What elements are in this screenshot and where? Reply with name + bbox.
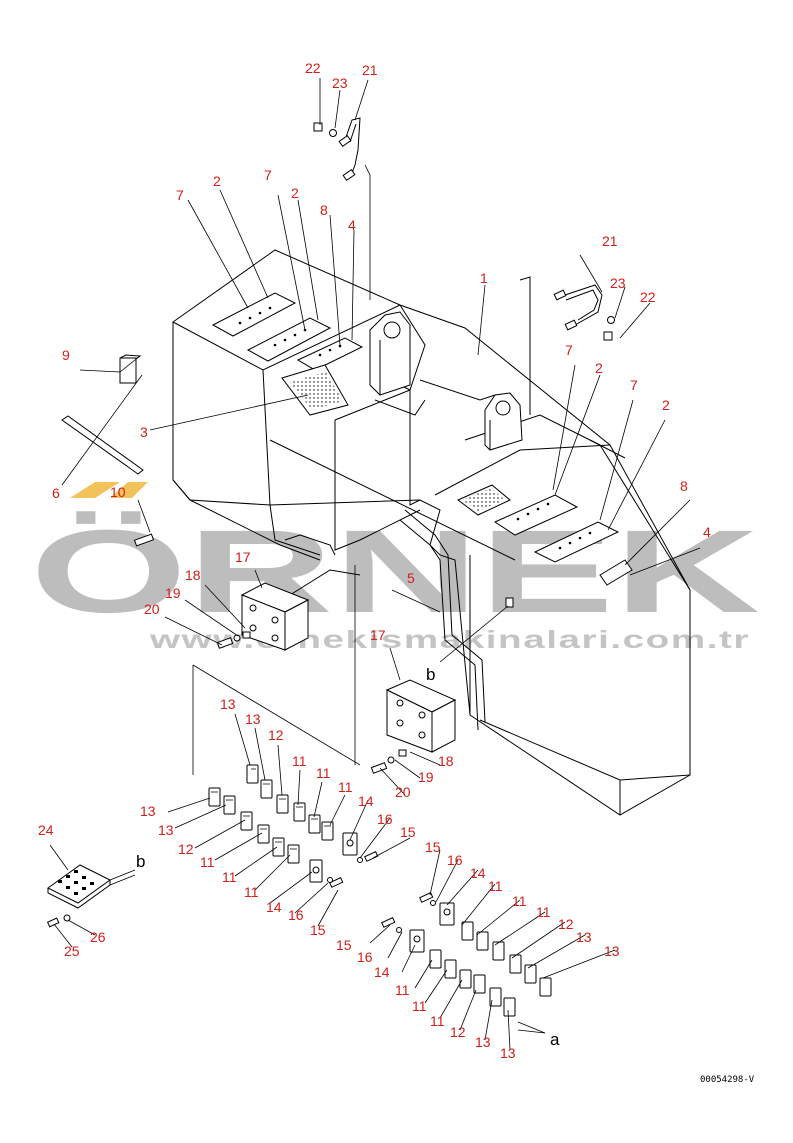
callout-5: 5 (407, 570, 415, 586)
callout-17: 17 (235, 549, 251, 565)
callout-10: 10 (110, 484, 126, 500)
callout-16: 16 (357, 949, 373, 965)
callout-7: 7 (630, 377, 638, 393)
shim-stack-right (381, 891, 552, 1034)
callout-11: 11 (244, 884, 259, 900)
callout-11: 11 (412, 998, 427, 1014)
callout-12: 12 (558, 916, 574, 932)
view-letter-a: a (550, 1030, 560, 1049)
callout-25: 25 (64, 943, 80, 959)
callout-21: 21 (362, 62, 378, 78)
callout-11: 11 (430, 1013, 445, 1029)
callout-14: 14 (374, 964, 390, 980)
callout-17: 17 (370, 627, 386, 643)
callout-4: 4 (703, 524, 711, 540)
callout-11: 11 (512, 893, 527, 909)
callout-15: 15 (400, 824, 416, 840)
callout-11: 11 (200, 854, 215, 870)
callout-14: 14 (470, 865, 486, 881)
callout-12: 12 (178, 841, 194, 857)
watermark-accent-right (110, 482, 148, 498)
callout-7: 7 (565, 342, 573, 358)
callout-19: 19 (418, 769, 434, 785)
callout-2: 2 (662, 397, 670, 413)
callout-13: 13 (158, 822, 174, 838)
callout-16: 16 (288, 907, 304, 923)
callout-13: 13 (140, 803, 156, 819)
block-part-9 (119, 357, 137, 384)
handle-right (553, 284, 615, 341)
callout-11: 11 (488, 878, 503, 894)
rod-part-6 (61, 415, 144, 475)
callout-23: 23 (610, 275, 626, 291)
shim-stack-left (192, 565, 379, 888)
callout-7: 7 (264, 167, 272, 183)
drawing-id: 00054298-V (700, 1075, 755, 1085)
top-plates-left (211, 292, 364, 416)
watermark-accent-left (70, 482, 120, 498)
view-letter-b: b (426, 665, 435, 684)
callout-15: 15 (425, 839, 441, 855)
callout-2: 2 (595, 360, 603, 376)
callout-13: 13 (220, 696, 236, 712)
callout-13: 13 (500, 1045, 516, 1061)
callout-13: 13 (475, 1034, 491, 1050)
plate-24 (46, 864, 136, 928)
view-letters: a b b (136, 665, 560, 1049)
callout-14: 14 (266, 899, 282, 915)
callout-13: 13 (576, 929, 592, 945)
callout-16: 16 (377, 811, 393, 827)
callout-4: 4 (348, 217, 356, 233)
callout-18: 18 (438, 753, 454, 769)
callout-13: 13 (604, 943, 620, 959)
callout-1: 1 (480, 270, 488, 286)
callout-26: 26 (90, 929, 106, 945)
callout-11: 11 (222, 869, 237, 885)
callout-15: 15 (310, 922, 326, 938)
callout-15: 15 (336, 937, 352, 953)
callout-8: 8 (320, 202, 328, 218)
block-17-right (370, 597, 514, 774)
callout-14: 14 (358, 793, 374, 809)
callout-18: 18 (185, 567, 201, 583)
callout-2: 2 (213, 173, 221, 189)
callout-11: 11 (292, 753, 307, 769)
block-17-left (216, 582, 310, 651)
callout-2: 2 (291, 185, 299, 201)
callout-24: 24 (38, 822, 54, 838)
callout-11: 11 (395, 982, 410, 998)
callout-23: 23 (332, 75, 348, 91)
callout-22: 22 (640, 289, 656, 305)
side-parts (61, 354, 155, 547)
callout-20: 20 (395, 784, 411, 800)
leader-lines (49, 78, 701, 1051)
callout-9: 9 (62, 347, 70, 363)
callout-labels: 22 23 21 7 2 7 2 8 4 1 9 3 6 10 21 23 22… (38, 60, 711, 1061)
handle-top (313, 117, 371, 300)
callout-22: 22 (305, 60, 321, 76)
bolt-part-10 (133, 533, 155, 547)
callout-11: 11 (536, 904, 551, 920)
callout-6: 6 (52, 485, 60, 501)
callout-11: 11 (316, 765, 331, 781)
view-letter-b: b (136, 852, 145, 871)
top-plates-right (457, 484, 633, 586)
watermark: ÖRNEK www.ornekismakinalari.com.tr (30, 482, 760, 654)
callout-7: 7 (176, 187, 184, 203)
callout-8: 8 (680, 478, 688, 494)
callout-3: 3 (140, 424, 148, 440)
callout-13: 13 (245, 711, 261, 727)
callout-11: 11 (338, 779, 353, 795)
callout-12: 12 (450, 1024, 466, 1040)
callout-16: 16 (447, 852, 463, 868)
callout-21: 21 (602, 233, 618, 249)
counterweight-body (172, 249, 691, 816)
callout-20: 20 (144, 601, 160, 617)
callout-19: 19 (165, 585, 181, 601)
callout-12: 12 (268, 727, 284, 743)
